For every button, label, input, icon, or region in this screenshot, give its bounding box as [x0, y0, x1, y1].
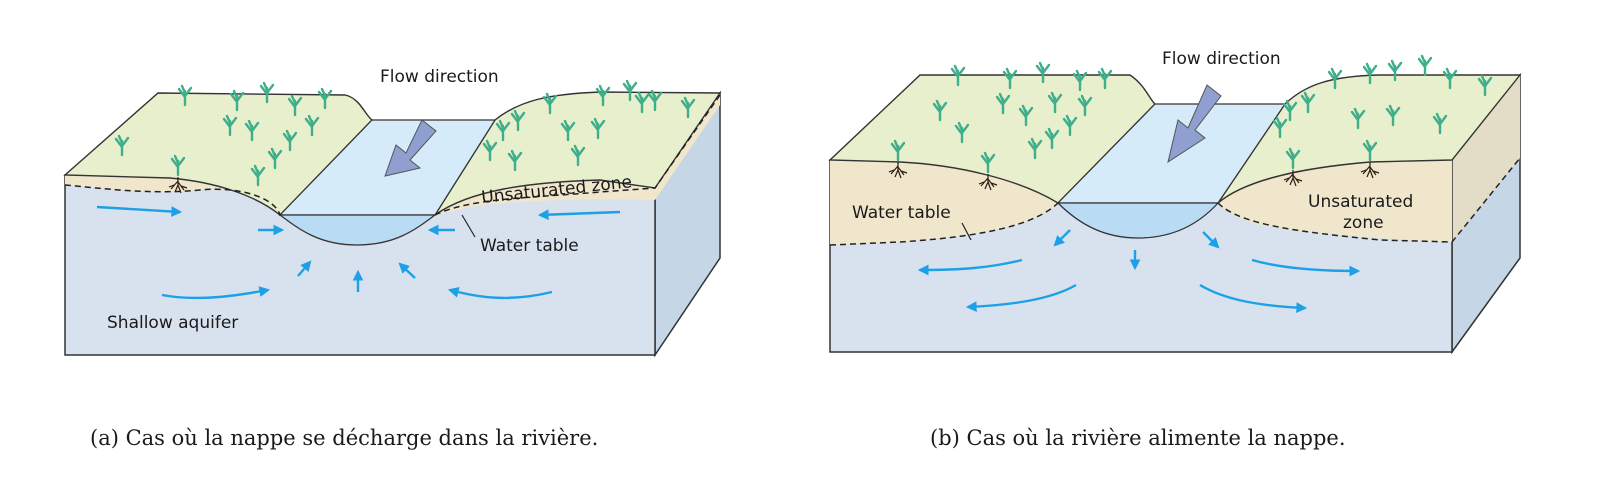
unsaturated-zone-right [1218, 160, 1452, 242]
ground-top-left [828, 74, 1157, 204]
water-flow-arrow-icon [917, 229, 1361, 314]
flow-direction-label: Flow direction [1162, 49, 1281, 69]
flow-direction-arrow-icon [1167, 84, 1222, 164]
water-table-line [829, 157, 1521, 246]
unsaturated-zone-left [830, 160, 1058, 245]
unsaturated-zone-left [65, 175, 300, 215]
flow-direction-label: Flow direction [380, 67, 499, 87]
flow-direction-arrow-icon [384, 119, 437, 177]
panel-b: Flow direction Water table Unsaturated z… [828, 49, 1522, 450]
caption-a: (a) Cas où la nappe se décharge dans la … [90, 426, 598, 450]
unsaturated-zone-label: Unsaturated [1308, 192, 1413, 212]
river-cross-section [1056, 202, 1220, 239]
river-cross-section [278, 214, 437, 246]
water-table-label: Water table [480, 236, 579, 256]
water-table-line [64, 94, 721, 216]
unsaturated-zone-label-line2: zone [1343, 213, 1384, 233]
water-flow-arrow-icon [96, 205, 621, 300]
water-table-label: Water table [852, 203, 951, 223]
panel-a: Flow direction Unsaturated zone Water ta… [63, 67, 722, 450]
caption-b: (b) Cas où la rivière alimente la nappe. [930, 426, 1346, 450]
shallow-aquifer-label: Shallow aquifer [107, 313, 238, 333]
unsaturated-zone-right [435, 93, 720, 215]
